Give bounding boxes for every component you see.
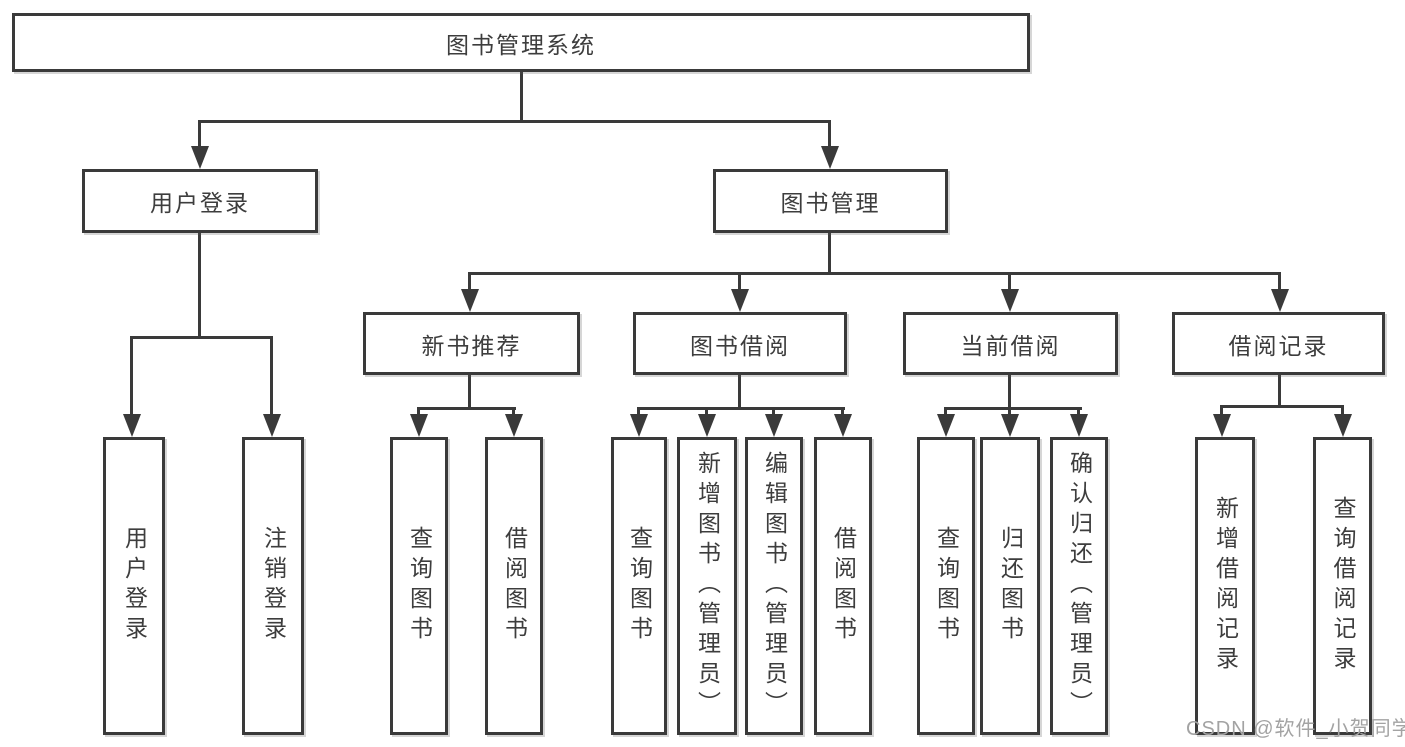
- connector-book-management-stub: [828, 233, 831, 272]
- connector-book-borrowing-stub: [738, 375, 741, 407]
- node-current-borrowing: 当前借阅: [903, 312, 1118, 375]
- node-user-login: 用户登录: [82, 169, 318, 233]
- arrow-down-icon: [1070, 414, 1088, 437]
- leaf-records-add-label: 新增借阅记录: [1212, 496, 1239, 676]
- node-borrowing-records: 借阅记录: [1172, 312, 1385, 375]
- connector-leaf-shaft: [1008, 407, 1011, 417]
- node-user-login-label: 用户登录: [150, 190, 250, 216]
- leaf-borrow-query: 查询图书: [611, 437, 667, 735]
- connector-root-hline: [198, 120, 831, 123]
- connector-leaf-shaft: [417, 407, 420, 417]
- arrow-down-icon: [191, 146, 209, 169]
- node-new-book-recommend: 新书推荐: [363, 312, 580, 375]
- leaf-newbook-borrow: 借阅图书: [485, 437, 543, 735]
- arrow-down-icon: [1271, 289, 1289, 312]
- connector-leaf-shaft: [772, 407, 775, 417]
- arrow-down-icon: [410, 414, 428, 437]
- leaf-borrow-borrow-label: 借阅图书: [830, 526, 857, 646]
- arrow-down-icon: [505, 414, 523, 437]
- arrow-down-icon: [731, 289, 749, 312]
- connector-user-login-stub: [198, 233, 201, 336]
- connector-book-management-hline: [468, 272, 1281, 275]
- connector-leaf-shaft: [841, 407, 844, 417]
- arrow-down-icon: [1334, 414, 1352, 437]
- leaf-current-query-label: 查询图书: [933, 526, 960, 646]
- connector-new-book-hline: [417, 407, 516, 410]
- connector-level3-shaft: [1278, 272, 1281, 292]
- connector-new-book-stub: [468, 375, 471, 407]
- leaf-borrow-query-label: 查询图书: [626, 526, 653, 646]
- connector-leaf-shaft: [637, 407, 640, 417]
- arrow-down-icon: [1001, 289, 1019, 312]
- connector-leaf-shaft: [944, 407, 947, 417]
- connector-root-stub: [520, 72, 523, 120]
- leaf-newbook-query: 查询图书: [390, 437, 448, 735]
- node-book-borrowing: 图书借阅: [633, 312, 847, 375]
- connector-leaf-shaft: [1220, 405, 1223, 417]
- leaf-newbook-borrow-label: 借阅图书: [501, 526, 528, 646]
- node-borrowing-records-label: 借阅记录: [1228, 332, 1329, 359]
- arrow-down-icon: [1213, 414, 1231, 437]
- leaf-records-query: 查询借阅记录: [1313, 437, 1372, 735]
- connector-user-login-shaft: [198, 120, 201, 150]
- connector-borrowing-records-stub: [1278, 375, 1281, 405]
- arrow-down-icon: [821, 146, 839, 169]
- arrow-down-icon: [630, 414, 648, 437]
- connector-leaf-shaft: [130, 336, 133, 417]
- node-new-book-recommend-label: 新书推荐: [421, 332, 522, 359]
- leaf-current-query: 查询图书: [917, 437, 975, 735]
- leaf-current-confirm-label: 确认归还（管理员）: [1066, 451, 1093, 721]
- connector-book-management-shaft: [828, 120, 831, 150]
- csdn-watermark: CSDN @软件_小贺同学: [1186, 718, 1405, 740]
- connector-current-borrowing-stub: [1008, 375, 1011, 407]
- leaf-borrow-edit-label: 编辑图书（管理员）: [761, 451, 788, 721]
- leaf-records-query-label: 查询借阅记录: [1330, 496, 1356, 676]
- arrow-down-icon: [937, 414, 955, 437]
- connector-leaf-shaft: [512, 407, 515, 417]
- arrow-down-icon: [1001, 414, 1019, 437]
- connector-level3-shaft: [468, 272, 471, 292]
- leaf-borrow-borrow: 借阅图书: [814, 437, 872, 735]
- connector-current-borrowing-hline: [944, 407, 1082, 410]
- arrow-down-icon: [461, 289, 479, 312]
- connector-borrowing-records-hline: [1220, 405, 1344, 408]
- arrow-down-icon: [263, 414, 281, 437]
- leaf-user-login-label: 用户登录: [121, 526, 148, 646]
- arrow-down-icon: [765, 414, 783, 437]
- leaf-logout-login: 注销登录: [242, 437, 304, 735]
- leaf-borrow-add-label: 新增图书（管理员）: [694, 451, 721, 721]
- arrow-down-icon: [123, 414, 141, 437]
- connector-leaf-shaft: [1077, 407, 1080, 417]
- node-current-borrowing-label: 当前借阅: [960, 332, 1061, 359]
- leaf-current-return-label: 归还图书: [997, 526, 1024, 646]
- leaf-user-login: 用户登录: [103, 437, 165, 735]
- connector-leaf-shaft: [1341, 405, 1344, 417]
- connector-book-borrowing-hline: [637, 407, 845, 410]
- node-root: 图书管理系统: [12, 13, 1030, 72]
- connector-leaf-shaft: [270, 336, 273, 417]
- node-book-management-label: 图书管理: [780, 190, 881, 216]
- connector-user-login-hline: [130, 336, 273, 339]
- leaf-borrow-add: 新增图书（管理员）: [677, 437, 737, 735]
- leaf-records-add: 新增借阅记录: [1195, 437, 1255, 735]
- leaf-newbook-query-label: 查询图书: [406, 526, 433, 646]
- node-root-label: 图书管理系统: [446, 31, 596, 58]
- leaf-logout-login-label: 注销登录: [260, 526, 287, 646]
- leaf-borrow-edit: 编辑图书（管理员）: [745, 437, 803, 735]
- node-book-management: 图书管理: [713, 169, 948, 233]
- node-book-borrowing-label: 图书借阅: [690, 332, 790, 359]
- connector-leaf-shaft: [705, 407, 708, 417]
- leaf-current-confirm: 确认归还（管理员）: [1050, 437, 1108, 735]
- arrow-down-icon: [698, 414, 716, 437]
- connector-level3-shaft: [738, 272, 741, 292]
- arrow-down-icon: [834, 414, 852, 437]
- leaf-current-return: 归还图书: [980, 437, 1040, 735]
- connector-level3-shaft: [1008, 272, 1011, 292]
